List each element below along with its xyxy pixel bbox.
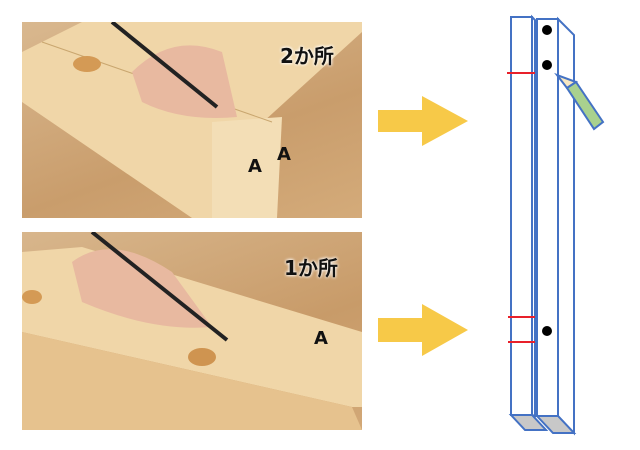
- mark-lines: [507, 72, 535, 343]
- photo-marking-one-place: 1か所 A: [22, 232, 362, 430]
- board-right: [534, 16, 577, 436]
- place-count-label: 1か所: [284, 256, 338, 280]
- board-left: [508, 14, 549, 431]
- arrow-right-icon: [378, 304, 468, 356]
- mark-a: A: [248, 156, 262, 177]
- mark-a: A: [277, 144, 291, 165]
- arrow-right-icon: [378, 96, 468, 146]
- wood-board-illustration: [22, 232, 362, 430]
- mark-a: A: [314, 328, 328, 349]
- place-count-label: 2か所: [280, 44, 334, 68]
- wood-board-illustration: [22, 22, 362, 218]
- hole-dots: [542, 25, 552, 336]
- photo-marking-two-places: 2か所 A A: [22, 22, 362, 218]
- pencil-icon: [554, 72, 605, 131]
